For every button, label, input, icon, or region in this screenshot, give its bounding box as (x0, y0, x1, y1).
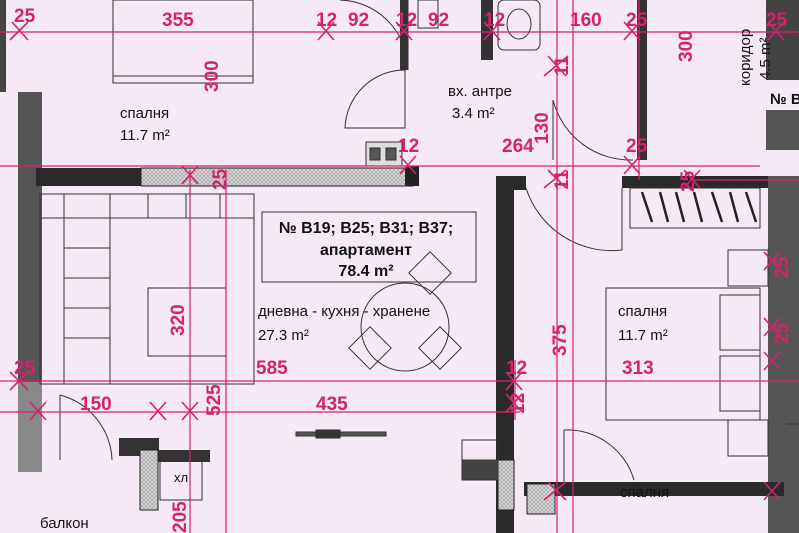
dim-25-right-a: 25 (772, 256, 793, 278)
apartment-area: 78.4 m² (338, 263, 393, 280)
dimension-texts: 25 355 12 92 12 92 12 160 25 25 264 12 2… (14, 6, 793, 533)
balcony-column (139, 449, 159, 511)
dim-585: 585 (256, 358, 288, 379)
door-entry (344, 69, 406, 129)
balcony-name: балкон (40, 515, 89, 532)
bedroom2-right-wall (768, 176, 799, 533)
wardrobe (629, 187, 761, 229)
apartment-type: апартамент (320, 242, 412, 259)
dim-12-f: 12 (508, 393, 529, 414)
dim-25-mid: 25 (626, 136, 648, 157)
dim-92-b: 92 (428, 10, 449, 31)
bed-bedroom-2 (605, 287, 761, 421)
dim-355: 355 (162, 10, 194, 31)
tv (295, 431, 387, 437)
dim-12-c: 12 (484, 10, 505, 31)
dim-25-top-b: 25 (766, 10, 788, 31)
dim-300-a: 300 (202, 60, 223, 92)
dim-12-b: 12 (396, 10, 417, 31)
neighbor-label: № B (770, 91, 799, 108)
dim-11-b: 11 (552, 169, 573, 190)
dim-435: 435 (316, 394, 348, 415)
dim-25-left-mid: 25 (14, 358, 36, 379)
dining-table (360, 282, 450, 372)
dim-160: 160 (570, 10, 602, 31)
door-bedroom-2 (525, 187, 623, 252)
dim-12-e: 12 (506, 358, 527, 379)
wall-stub (405, 166, 419, 186)
door-balcony (59, 394, 113, 461)
dim-25-wardrobe: 25 (678, 170, 699, 192)
corridor-area: 4.5 m² (757, 37, 774, 80)
chair (348, 326, 392, 370)
balcony-wall-left (18, 382, 42, 472)
apartment-label: № B19; B25; B31; B37; апартамент 78.4 m² (279, 220, 453, 280)
corridor-wall-right (637, 0, 647, 160)
dim-205: 205 (170, 501, 191, 533)
dim-320: 320 (168, 304, 189, 336)
living-area: 27.3 m² (258, 327, 309, 344)
bedroom2-left-wall (496, 176, 514, 533)
door-bedroom-3 (563, 429, 635, 481)
dim-150: 150 (80, 394, 112, 415)
left-outer-wall (18, 92, 42, 382)
chair (408, 251, 452, 295)
far-right-wall-2 (766, 110, 799, 150)
bedroom-3-name: спалня (620, 484, 669, 501)
living-name: дневна - кухня - хранене (258, 303, 430, 320)
entry-hall-area: 3.4 m² (452, 105, 495, 122)
kitchen-counter (261, 211, 477, 283)
corridor-name: коридор (737, 29, 754, 86)
dim-12-a: 12 (316, 10, 337, 31)
apartment-numbers: № B19; B25; B31; B37; (279, 220, 453, 237)
dim-25-right-b: 25 (772, 322, 793, 344)
bed-bedroom-1 (112, 0, 254, 84)
entry-hall-name: вх. антре (448, 83, 512, 100)
chair (418, 326, 462, 370)
bedroom-2-name: спалня (618, 303, 667, 320)
bedroom3-north-wall (524, 482, 784, 496)
bedroom-south-wall (36, 168, 141, 186)
bath-wall (481, 0, 493, 60)
bedroom2-north-wall-right (622, 176, 787, 188)
far-right-wall (766, 0, 799, 80)
dim-11-a: 11 (552, 55, 573, 76)
fridge (159, 455, 203, 501)
kitchen-wall-hatched (497, 459, 515, 511)
room-labels: спалня 11.7 m² вх. антре 3.4 m² коридор … (40, 29, 799, 532)
bedroom-1-area: 11.7 m² (120, 127, 170, 144)
dim-375: 375 (550, 324, 571, 356)
bedroom-1-name: спалня (120, 105, 169, 122)
bedroom-2-area: 11.7 m² (618, 327, 668, 344)
bath-fixture (417, 0, 439, 29)
dim-130: 130 (532, 112, 553, 144)
dim-25-top-left: 25 (14, 6, 36, 27)
furniture (39, 0, 769, 501)
door-bedroom-1 (339, 0, 409, 71)
entry-wall-vertical (400, 0, 408, 70)
dim-25-top-a: 25 (626, 10, 648, 31)
dim-264: 264 (502, 136, 534, 157)
dim-313: 313 (622, 358, 654, 379)
dim-300-b: 300 (676, 30, 697, 62)
dim-25-col: 25 (210, 168, 231, 190)
left-outer-wall-top (0, 0, 6, 92)
dim-12-d: 12 (398, 136, 419, 157)
fridge-label: хл (174, 470, 188, 485)
bedroom3-north-wall-hatched (526, 483, 556, 515)
dim-92-a: 92 (348, 10, 369, 31)
dim-525: 525 (204, 384, 225, 416)
